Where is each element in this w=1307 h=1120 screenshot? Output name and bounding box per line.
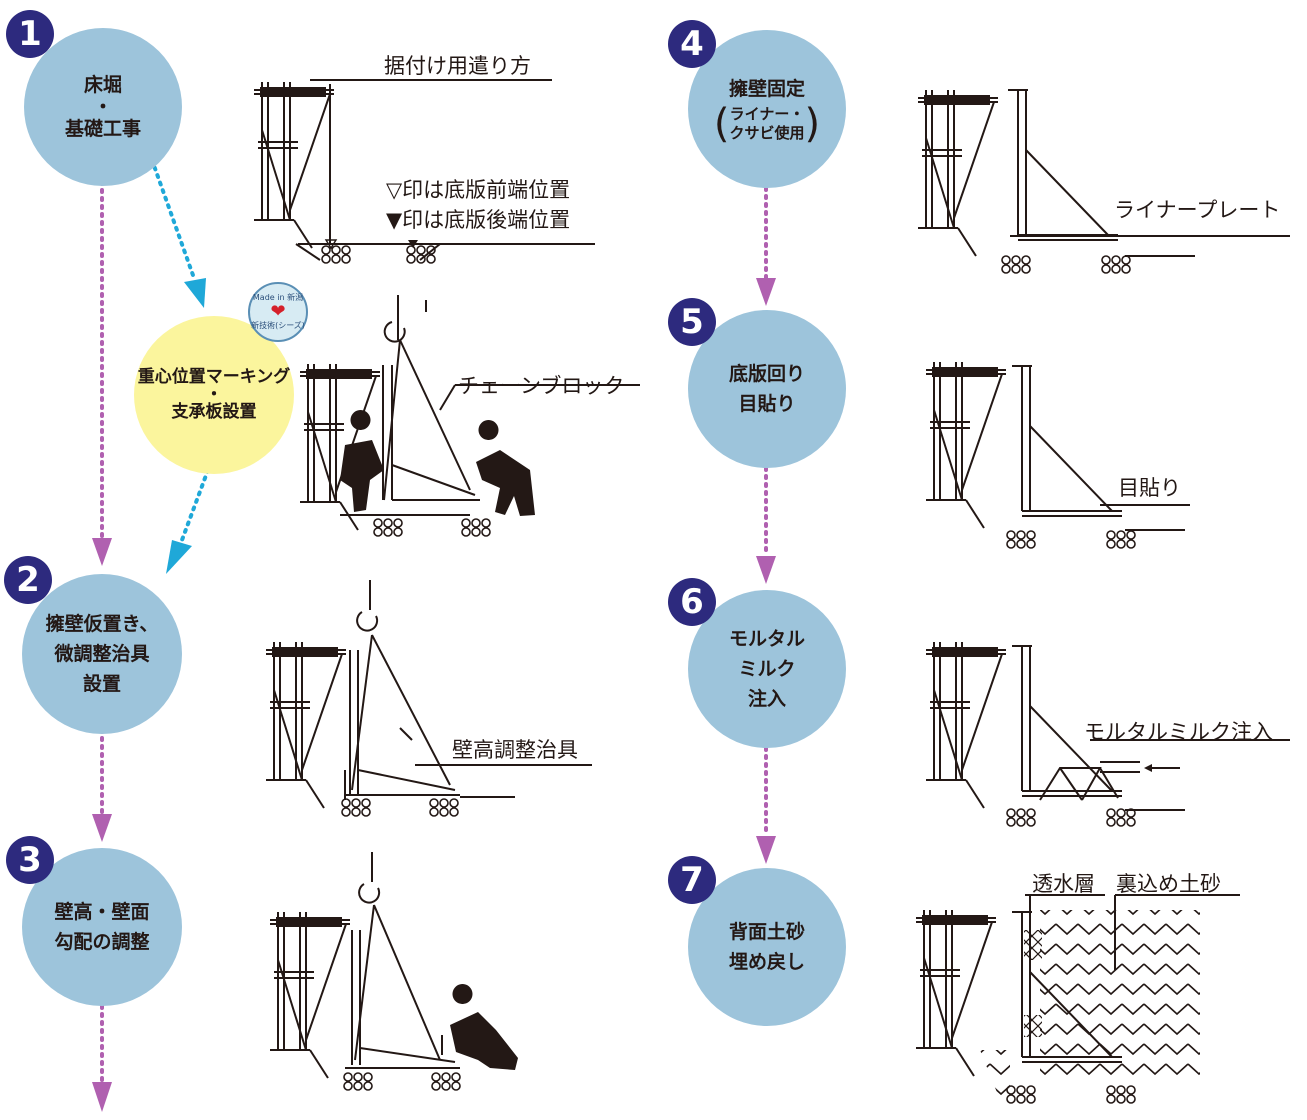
illustration-2 xyxy=(265,580,592,817)
step-4-circle: 擁壁固定 ( ライナー・ クサビ使用 ) xyxy=(688,30,846,188)
illustration-1 xyxy=(253,79,595,264)
step-1-line2: ・ xyxy=(93,96,113,118)
step-7-line1: 背面土砂 xyxy=(728,921,805,943)
badge-bottom-text: 新技術(シーズ) xyxy=(251,321,305,330)
step-5-line1: 底版回り xyxy=(728,363,805,385)
arrowhead-2 xyxy=(92,538,112,566)
step-5-line2: 目貼り xyxy=(738,393,796,415)
worker-left xyxy=(340,410,384,512)
step-3-line2: 勾配の調整 xyxy=(54,931,150,953)
cyan-arrowhead-2 xyxy=(166,540,192,574)
step-4-paren1: ライナー・ xyxy=(729,105,805,123)
step-6-line1: モルタル xyxy=(728,628,805,650)
step-6-line3: 注入 xyxy=(747,688,786,710)
label-permeable-layer: 透水層 xyxy=(1032,872,1095,896)
label-mebari: 目貼り xyxy=(1118,476,1181,500)
step-3-line1: 壁高・壁面 xyxy=(54,901,150,923)
step-6-circle: モルタル ミルク 注入 xyxy=(688,590,846,748)
step-marking-line2: ・ xyxy=(205,385,223,405)
step-7-circle: 背面土砂 埋め戻し xyxy=(688,868,846,1026)
label-liner-plate: ライナープレート xyxy=(1114,198,1281,222)
worker-right xyxy=(476,420,535,516)
step-2-line2: 微調整治具 xyxy=(54,643,150,665)
step-4-number: 4 xyxy=(668,20,716,68)
step-7-line2: 埋め戻し xyxy=(728,951,805,973)
step-5-number: 5 xyxy=(668,298,716,346)
step-marking-line1: 重心位置マーキング xyxy=(137,367,291,387)
step-1-line1: 床堀 xyxy=(83,74,122,96)
label-chain-block: チェーンブロック xyxy=(458,374,625,398)
step-6-number: 6 xyxy=(668,578,716,626)
step-5-circle: 底版回り 目貼り xyxy=(688,310,846,468)
arrowhead-end xyxy=(92,1082,112,1112)
step-4-paren2: クサビ使用 xyxy=(729,124,805,142)
label-backfill-soil: 裏込め土砂 xyxy=(1116,872,1221,896)
illustration-3 xyxy=(269,852,518,1091)
step-1-circle: 床堀 ・ 基礎工事 xyxy=(24,28,182,186)
step-4-paren: ( ライナー・ クサビ使用 ) xyxy=(713,101,821,147)
label-black-triangle: ▼印は底版後端位置 xyxy=(386,208,571,232)
step-1-line3: 基礎工事 xyxy=(64,118,141,140)
step-marking-circle: 重心位置マーキング ・ 支承板設置 xyxy=(134,316,294,474)
step-3-number: 3 xyxy=(6,836,54,884)
arrowhead-3 xyxy=(92,814,112,842)
made-in-niigata-badge: Made in 新潟 ❤ 新技術(シーズ) xyxy=(248,282,308,342)
step-2-number: 2 xyxy=(4,556,52,604)
illustration-7 xyxy=(915,894,1240,1104)
illustration-chain-block xyxy=(299,295,640,537)
heart-icon: ❤ xyxy=(270,301,286,322)
label-wall-jig: 壁高調整治具 xyxy=(452,738,578,762)
label-sueduke: 据付け用遣り方 xyxy=(384,54,531,78)
step-2-line1: 擁壁仮置き、 xyxy=(45,613,159,635)
illustration-5 xyxy=(925,361,1190,549)
worker-kneeling xyxy=(450,984,518,1070)
illustration-6 xyxy=(925,641,1290,827)
step-2-line3: 設置 xyxy=(82,673,121,695)
step-6-line2: ミルク xyxy=(738,658,796,680)
label-white-triangle: ▽印は底版前端位置 xyxy=(386,178,571,202)
illustration-4 xyxy=(917,89,1290,274)
step-4-line1: 擁壁固定 xyxy=(728,78,805,100)
step-marking-line3: 支承板設置 xyxy=(171,402,257,422)
label-mortar-injection: モルタルミルク注入 xyxy=(1084,720,1273,744)
step-1-number: 1 xyxy=(6,10,54,58)
badge-top-text: Made in 新潟 xyxy=(252,293,304,302)
step-2-circle: 擁壁仮置き、 微調整治具 設置 xyxy=(22,574,182,734)
cyan-arrowhead-1 xyxy=(184,278,206,308)
step-7-number: 7 xyxy=(668,856,716,904)
